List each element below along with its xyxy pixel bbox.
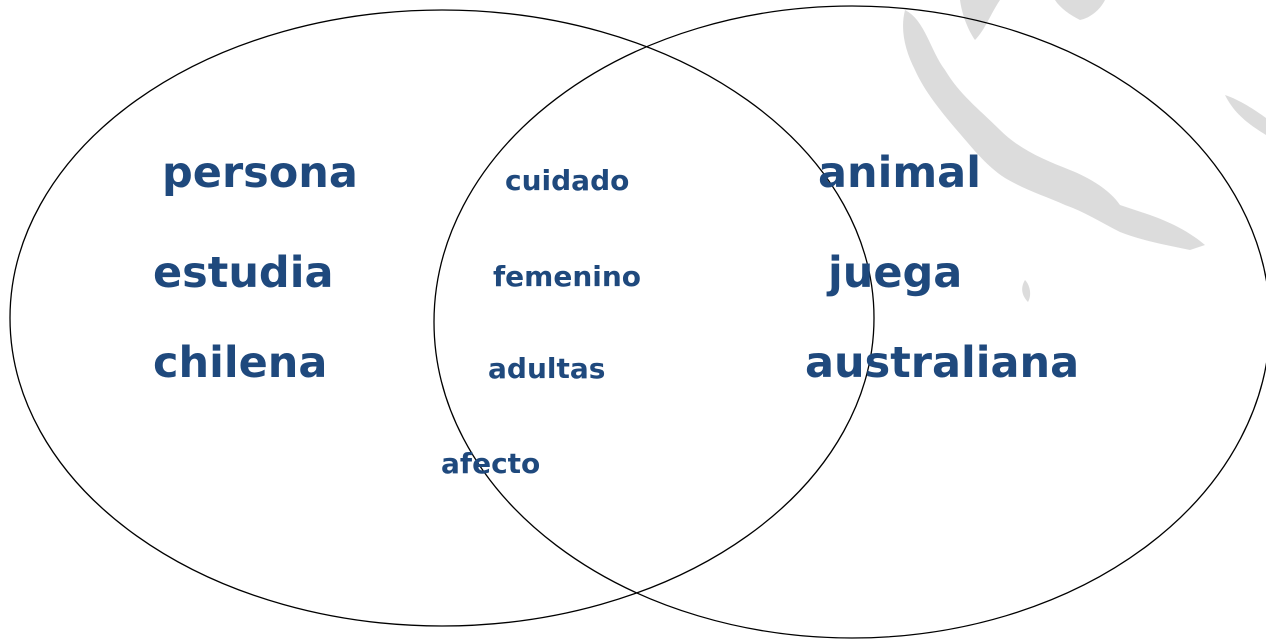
background-map-decoration	[903, 0, 1266, 302]
left-word-estudia: estudia	[153, 248, 334, 298]
left-word-persona: persona	[162, 148, 358, 198]
left-word-chilena: chilena	[153, 338, 328, 388]
left-set-ellipse	[9, 9, 875, 627]
intersection-word-cuidado: cuidado	[505, 164, 630, 197]
right-word-australiana: australiana	[805, 338, 1080, 388]
intersection-word-afecto: afecto	[441, 447, 541, 480]
right-set-ellipse	[433, 5, 1266, 639]
right-word-animal: animal	[818, 148, 981, 198]
intersection-word-femenino: femenino	[493, 260, 642, 293]
right-word-juega: juega	[828, 248, 963, 298]
intersection-word-adultas: adultas	[488, 352, 606, 385]
